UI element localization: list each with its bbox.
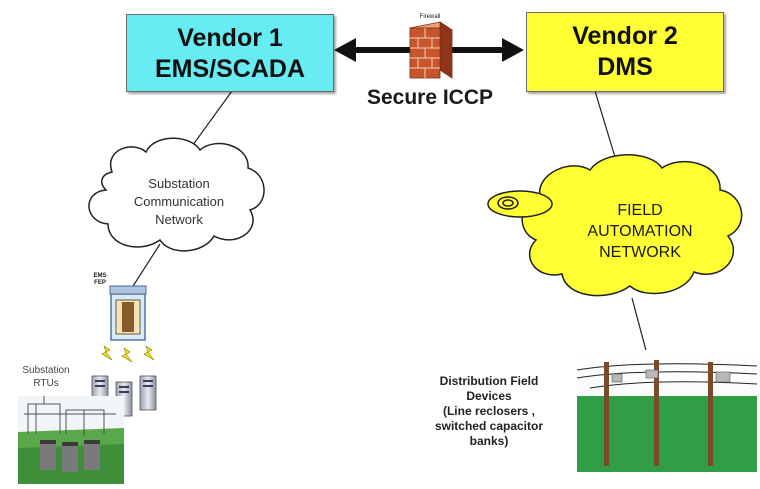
vendor1-box: Vendor 1 EMS/SCADA	[126, 14, 334, 92]
substation-rtus-label: Substation RTUs	[22, 365, 70, 389]
vendor2-box: Vendor 2 DMS	[526, 12, 724, 92]
substation-cloud-icon	[88, 137, 265, 252]
firewall-icon	[408, 21, 454, 79]
field-network-to-devices-line	[631, 297, 649, 359]
vendor1-subtitle: EMS/SCADA	[154, 55, 305, 83]
vendor1-title: Vendor 1	[177, 24, 283, 52]
vendor2-title: Vendor 2	[572, 22, 678, 50]
field-devices-label: Distribution Field Devices (Line reclose…	[434, 374, 544, 448]
ems-fep-label: EMS FEP	[93, 273, 107, 286]
lightning-icon	[101, 345, 155, 363]
field-network-label: FIELD AUTOMATION NETWORK	[587, 202, 693, 261]
substation-photo	[18, 396, 124, 484]
vendor2-subtitle: DMS	[597, 53, 653, 81]
firewall-label: Firewall	[419, 14, 441, 20]
utility-pole-photo	[576, 350, 758, 472]
field-cloud-icon	[487, 154, 743, 297]
secure-iccp-label: Secure ICCP	[366, 86, 494, 109]
vendor2-to-field-network-line	[594, 90, 619, 168]
ems-fep-cabinet-icon	[109, 285, 147, 341]
substation-network-label: Substation Communication Network	[133, 176, 225, 227]
